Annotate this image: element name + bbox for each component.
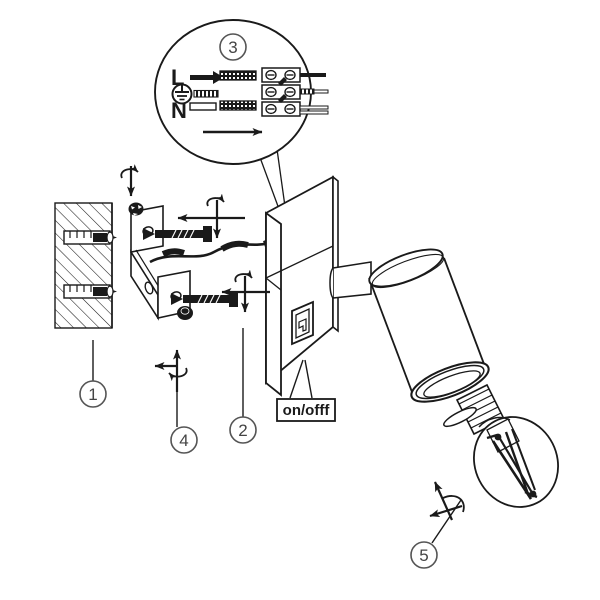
earth-symbol-icon — [171, 83, 193, 105]
housing-seam-front — [265, 277, 282, 291]
callout-2: 2 — [229, 328, 257, 444]
bracket-bottom-nut — [177, 306, 193, 320]
spot-body-left — [368, 277, 413, 393]
lamp-housing — [265, 175, 339, 397]
rotation-arrow-lower-screw — [221, 269, 270, 313]
terminal-block-1 — [261, 67, 326, 83]
wire-neutral — [189, 102, 217, 111]
callout-5: 5 — [410, 499, 462, 569]
light-bulb — [443, 383, 559, 508]
connector-block-lower — [219, 100, 257, 111]
wiring-detail-magnifier: 3 L N — [154, 19, 329, 229]
callout-5-circle — [410, 541, 438, 569]
callout-5-leader — [431, 499, 462, 544]
terminal-label-N: N — [171, 98, 187, 123]
housing-front-face — [265, 211, 282, 397]
wall-section — [54, 202, 113, 329]
mounting-screws — [143, 226, 238, 307]
callout-4: 4 — [170, 392, 198, 454]
callout-4-label: 4 — [179, 431, 188, 450]
connector-blocks — [219, 70, 257, 111]
connector-block-upper — [219, 70, 257, 81]
wire-row-earth — [171, 83, 219, 105]
spot-neck-cap — [329, 267, 334, 299]
switch-label-text: on/offf — [283, 402, 331, 419]
terminal-block-2 — [261, 84, 329, 100]
wire-live — [190, 75, 216, 80]
spot-body-right — [443, 257, 488, 373]
bulb-filaments — [486, 428, 538, 500]
callout-1: 1 — [79, 340, 107, 408]
callout-5-label: 5 — [419, 546, 428, 565]
spot-head — [329, 248, 490, 403]
terminal-blocks — [261, 67, 329, 117]
callout-3: 3 — [219, 33, 247, 61]
bracket-slot — [144, 281, 154, 295]
rocker-switch[interactable] — [291, 300, 314, 346]
switch-label-box — [276, 398, 336, 422]
mounting-screw-upper — [143, 226, 212, 242]
wall-assembly — [54, 202, 117, 329]
wall-anchor-upper — [63, 230, 117, 245]
callout-3-circle — [219, 33, 247, 61]
switch-rocker-detail — [298, 318, 307, 332]
spot-neck — [332, 261, 372, 299]
housing-back-edge — [332, 175, 339, 333]
switch-label-leader-a — [289, 359, 304, 399]
rotation-arrow-upper-screw — [177, 193, 245, 239]
wall-anchor-lower — [63, 284, 117, 299]
spot-front-rim-inner — [423, 370, 481, 398]
mounting-bracket — [128, 202, 193, 321]
callout-4-circle — [170, 426, 198, 454]
wire-earth — [193, 89, 219, 98]
callout-2-label: 2 — [238, 421, 247, 440]
terminal-block-3 — [261, 101, 329, 117]
switch-label-group: on/offf — [276, 359, 336, 422]
screw-head-lower — [229, 291, 238, 307]
bracket-web — [130, 249, 159, 321]
screw-head-upper — [203, 226, 212, 242]
bracket-top-screw-head — [128, 202, 144, 216]
terminal-link-screws — [278, 77, 287, 103]
rotation-arrow-bulb — [429, 481, 465, 521]
housing-seam — [265, 245, 334, 279]
rotation-arrow-bracket-up — [154, 349, 188, 392]
mounting-screw-lower — [171, 291, 238, 307]
wire-live-tip — [213, 71, 224, 84]
callout-1-circle — [79, 380, 107, 408]
switch-label-leader-b — [304, 359, 313, 399]
callout-3-label: 3 — [228, 38, 237, 57]
wire-row-neutral: N — [171, 98, 217, 123]
callout-2-circle — [229, 416, 257, 444]
callout-1-label: 1 — [88, 385, 97, 404]
spot-back-rim — [371, 253, 445, 289]
bulb-base-tip — [443, 406, 477, 428]
cable-segment-b — [220, 240, 249, 252]
motion-arrows — [120, 164, 465, 521]
rotation-arrow-top-bracket — [120, 164, 139, 197]
cable-segment-a — [161, 248, 185, 257]
